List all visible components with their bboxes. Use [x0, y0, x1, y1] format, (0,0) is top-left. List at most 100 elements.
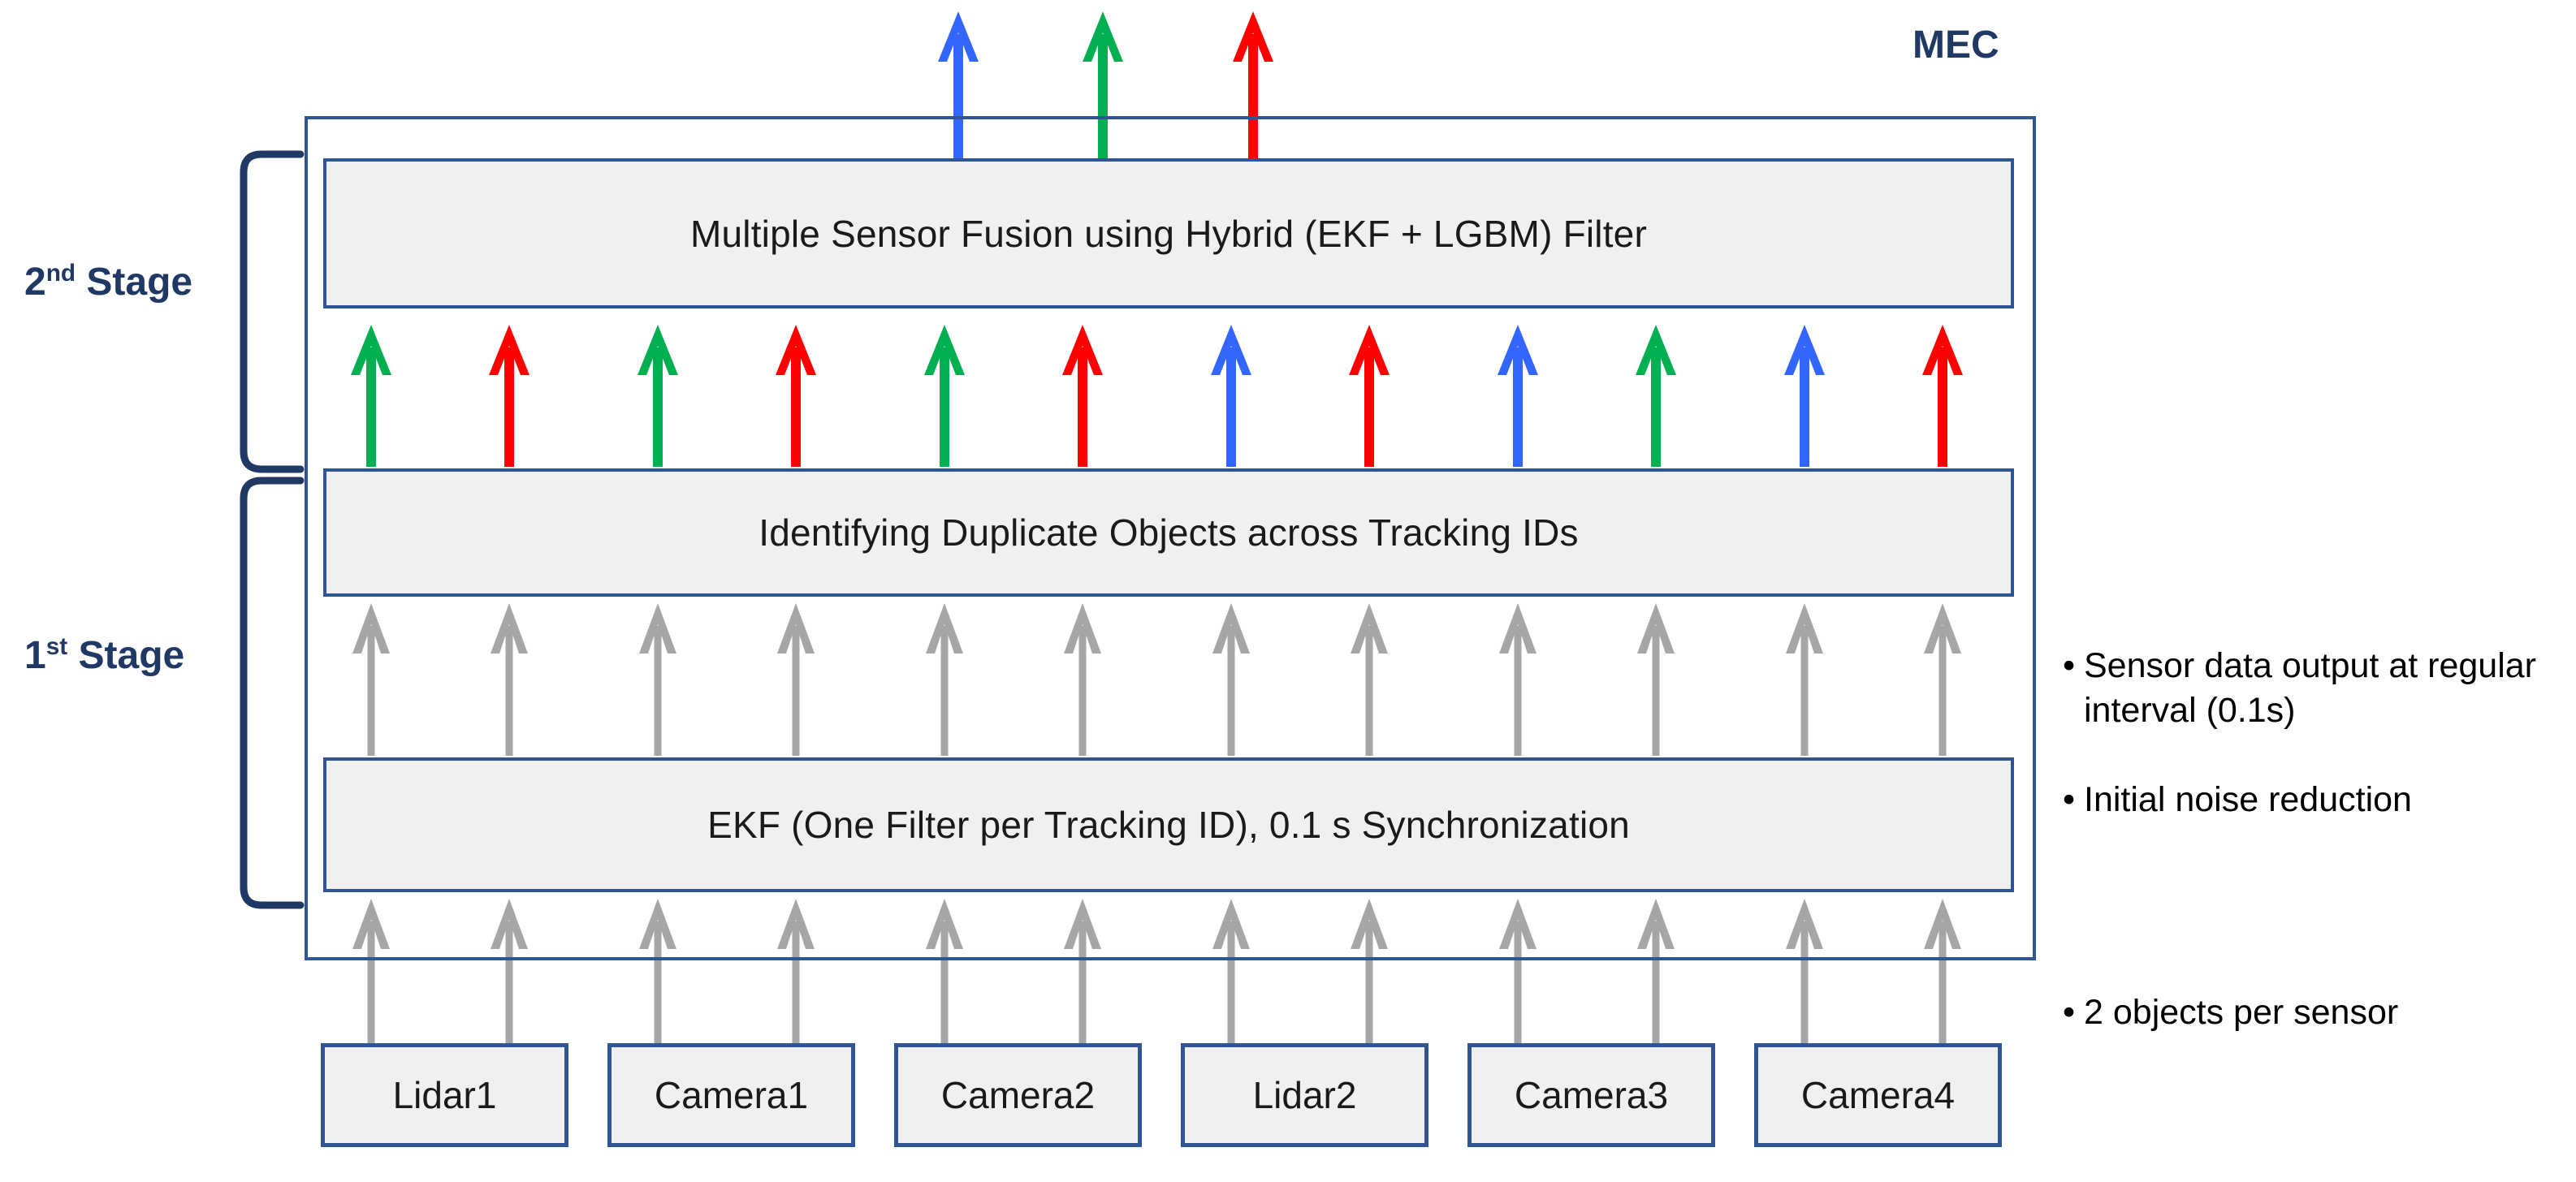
duplicate-input-arrow-3-gray-shaft	[654, 625, 662, 756]
fusion-input-arrow-1-green-shaft	[366, 347, 376, 467]
duplicate-input-arrow-7-gray-head	[1212, 603, 1250, 654]
bullet-icon: •	[2063, 780, 2076, 820]
output-arrow-2-green	[1083, 11, 1123, 162]
note-noise-reduction-text: Initial noise reduction	[2084, 780, 2412, 820]
process-box-duplicate-label: Identifying Duplicate Objects across Tra…	[759, 511, 1579, 554]
sensor-box-camera1[interactable]: Camera1	[607, 1043, 855, 1147]
process-box-duplicate[interactable]: Identifying Duplicate Objects across Tra…	[323, 468, 2014, 597]
duplicate-input-arrow-7-gray-shaft	[1227, 625, 1235, 756]
ekf-input-arrow-4-gray-head	[777, 899, 815, 949]
fusion-input-arrow-6-red-head	[1062, 325, 1103, 375]
fusion-input-arrow-11-blue-shaft	[1800, 347, 1809, 467]
stage-label-2nd: 2nd Stage	[24, 260, 192, 304]
ekf-input-arrow-2-gray	[491, 899, 528, 1046]
sensor-box-lidar2[interactable]: Lidar2	[1181, 1043, 1428, 1147]
sensor-box-camera3[interactable]: Camera3	[1467, 1043, 1715, 1147]
duplicate-input-arrow-7-gray	[1212, 603, 1250, 756]
sensor-box-lidar2-label: Lidar2	[1252, 1074, 1357, 1116]
brace-stage-2	[240, 150, 305, 473]
ekf-input-arrow-5-gray-head	[926, 899, 963, 949]
ekf-input-arrow-7-gray-shaft	[1227, 921, 1235, 1046]
ekf-input-arrow-12-gray	[1924, 899, 1961, 1046]
fusion-input-arrow-10-green	[1636, 325, 1676, 467]
stage-label-1st: 1st Stage	[24, 633, 184, 678]
fusion-input-arrow-8-red-shaft	[1364, 347, 1374, 467]
note-objects-per-sensor: • 2 objects per sensor	[2063, 990, 2558, 1035]
bullet-icon: •	[2063, 993, 2076, 1033]
process-box-fusion[interactable]: Multiple Sensor Fusion using Hybrid (EKF…	[323, 158, 2014, 308]
ekf-input-arrow-1-gray-head	[352, 899, 390, 949]
fusion-input-arrow-3-green-head	[638, 325, 678, 375]
fusion-input-arrow-12-red-shaft	[1938, 347, 1947, 467]
duplicate-input-arrow-8-gray	[1351, 603, 1388, 756]
fusion-input-arrow-11-blue-head	[1784, 325, 1825, 375]
fusion-input-arrow-4-red-shaft	[791, 347, 801, 467]
duplicate-input-arrow-5-gray	[926, 603, 963, 756]
sensor-box-camera4[interactable]: Camera4	[1754, 1043, 2002, 1147]
duplicate-input-arrow-8-gray-head	[1351, 603, 1388, 654]
stage-1-number: 1	[24, 634, 46, 677]
mec-container	[305, 116, 2036, 960]
fusion-input-arrow-10-green-shaft	[1651, 347, 1661, 467]
ekf-input-arrow-10-gray-shaft	[1652, 921, 1660, 1046]
duplicate-input-arrow-9-gray-head	[1499, 603, 1537, 654]
fusion-input-arrow-6-red-shaft	[1078, 347, 1087, 467]
duplicate-input-arrow-3-gray-head	[639, 603, 676, 654]
duplicate-input-arrow-5-gray-head	[926, 603, 963, 654]
ekf-input-arrow-6-gray-shaft	[1078, 921, 1087, 1046]
fusion-input-arrow-5-green-head	[924, 325, 965, 375]
sensor-box-camera2[interactable]: Camera2	[894, 1043, 1142, 1147]
ekf-input-arrow-5-gray	[926, 899, 963, 1046]
ekf-input-arrow-10-gray-head	[1637, 899, 1675, 949]
ekf-input-arrow-11-gray-shaft	[1800, 921, 1809, 1046]
duplicate-input-arrow-12-gray-head	[1924, 603, 1961, 654]
duplicate-input-arrow-4-gray-shaft	[792, 625, 800, 756]
sensor-box-camera2-label: Camera2	[940, 1074, 1096, 1116]
fusion-input-arrow-5-green	[924, 325, 965, 467]
sensor-box-lidar1-label: Lidar1	[392, 1074, 497, 1116]
output-arrow-2-green-shaft	[1098, 33, 1108, 162]
fusion-input-arrow-9-blue	[1498, 325, 1538, 467]
stage-2-ordinal: nd	[45, 260, 76, 287]
ekf-input-arrow-9-gray	[1499, 899, 1537, 1046]
ekf-input-arrow-3-gray-head	[639, 899, 676, 949]
sensor-box-lidar1[interactable]: Lidar1	[321, 1043, 568, 1147]
ekf-input-arrow-10-gray	[1637, 899, 1675, 1046]
duplicate-input-arrow-4-gray-head	[777, 603, 815, 654]
output-arrow-1-blue	[938, 11, 979, 162]
fusion-input-arrow-3-green	[638, 325, 678, 467]
fusion-input-arrow-2-red-head	[489, 325, 529, 375]
duplicate-input-arrow-10-gray-head	[1637, 603, 1675, 654]
ekf-input-arrow-2-gray-shaft	[505, 921, 513, 1046]
stage-2-suffix: Stage	[76, 261, 193, 304]
fusion-input-arrow-5-green-shaft	[940, 347, 949, 467]
ekf-input-arrow-8-gray-head	[1351, 899, 1388, 949]
fusion-input-arrow-7-blue-head	[1211, 325, 1251, 375]
duplicate-input-arrow-10-gray	[1637, 603, 1675, 756]
ekf-input-arrow-11-gray-head	[1786, 899, 1823, 949]
output-arrow-3-red-shaft	[1248, 33, 1258, 162]
ekf-input-arrow-9-gray-shaft	[1514, 921, 1522, 1046]
duplicate-input-arrow-6-gray-shaft	[1078, 625, 1087, 756]
ekf-input-arrow-6-gray	[1064, 899, 1101, 1046]
ekf-input-arrow-5-gray-shaft	[940, 921, 949, 1046]
ekf-input-arrow-7-gray-head	[1212, 899, 1250, 949]
fusion-input-arrow-1-green	[351, 325, 391, 467]
duplicate-input-arrow-9-gray-shaft	[1514, 625, 1522, 756]
duplicate-input-arrow-1-gray-shaft	[367, 625, 375, 756]
duplicate-input-arrow-6-gray	[1064, 603, 1101, 756]
fusion-input-arrow-6-red	[1062, 325, 1103, 467]
process-box-ekf[interactable]: EKF (One Filter per Tracking ID), 0.1 s …	[323, 757, 2014, 892]
stage-2-number: 2	[24, 261, 46, 304]
duplicate-input-arrow-9-gray	[1499, 603, 1537, 756]
sensor-box-camera3-label: Camera3	[1514, 1074, 1669, 1116]
process-box-fusion-label: Multiple Sensor Fusion using Hybrid (EKF…	[689, 212, 1647, 255]
ekf-input-arrow-6-gray-head	[1064, 899, 1101, 949]
notes-objects-group: • 2 objects per sensor	[2063, 946, 2558, 1080]
ekf-input-arrow-12-gray-head	[1924, 899, 1961, 949]
duplicate-input-arrow-1-gray	[352, 603, 390, 756]
sensor-box-camera4-label: Camera4	[1800, 1074, 1956, 1116]
ekf-input-arrow-3-gray	[639, 899, 676, 1046]
duplicate-input-arrow-11-gray-shaft	[1800, 625, 1809, 756]
